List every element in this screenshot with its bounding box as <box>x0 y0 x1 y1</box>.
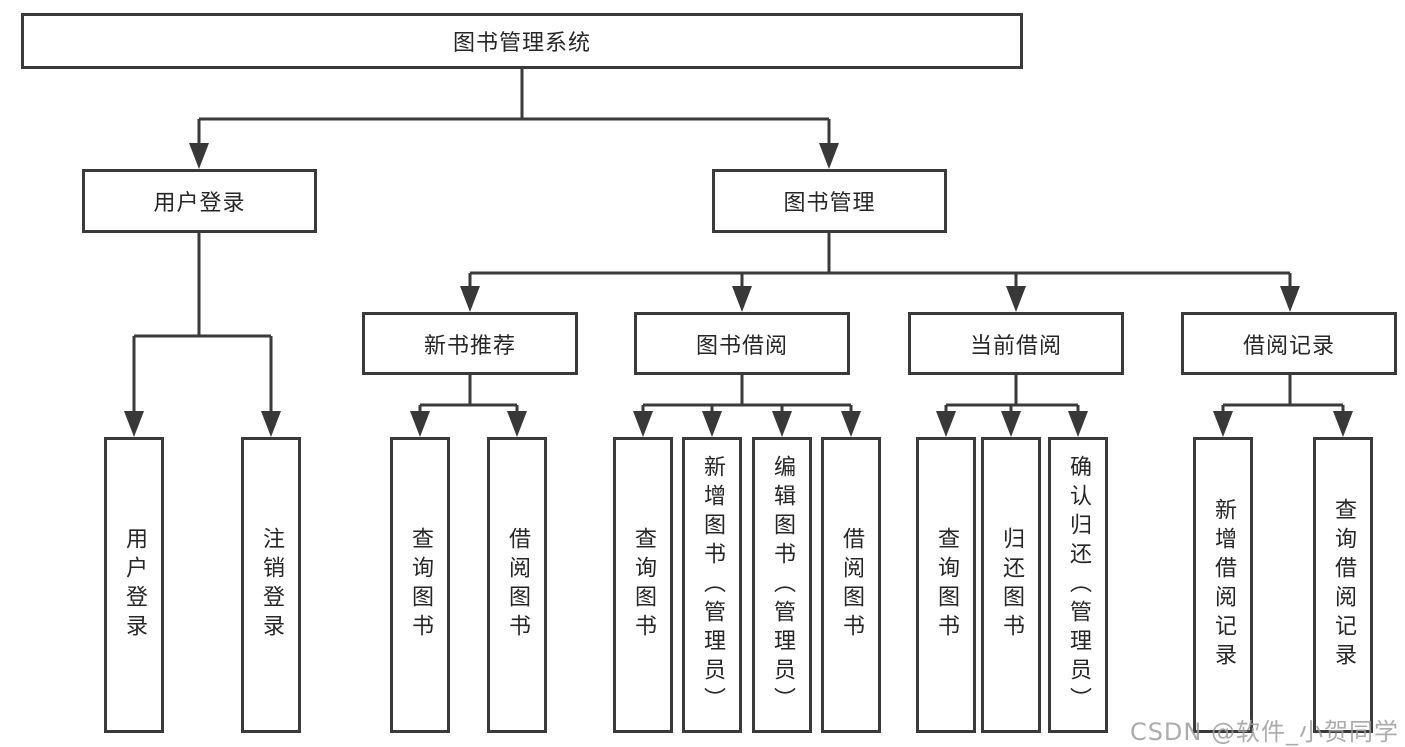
connector-root-to-level2 <box>197 69 831 144</box>
leaf-borrow-books: 借阅图书 <box>821 437 881 733</box>
leaf-logout: 注销登录 <box>241 437 301 733</box>
node-borrowing-records: 借阅记录 <box>1181 312 1397 375</box>
node-book-borrowing: 图书借阅 <box>634 312 850 375</box>
arrowhead <box>633 411 653 437</box>
connector-bookborrow-to-leaves <box>641 375 853 412</box>
connector-newbook-to-leaves <box>418 375 519 412</box>
node-user-login: 用户登录 <box>82 169 317 233</box>
leaf-label: 编辑图书（管理员） <box>770 454 795 716</box>
leaf-confirm-return-admin: 确认归还（管理员） <box>1048 437 1108 733</box>
leaf-label: 确认归还（管理员） <box>1066 454 1091 716</box>
leaf-query-books: 查询图书 <box>916 437 976 733</box>
arrowhead <box>261 411 281 437</box>
leaf-label: 归还图书 <box>999 527 1024 643</box>
leaf-add-borrow-record: 新增借阅记录 <box>1193 437 1253 733</box>
leaf-label: 借阅图书 <box>839 527 864 643</box>
leaf-query-books: 查询图书 <box>390 437 450 733</box>
node-book-management: 图书管理 <box>712 169 947 233</box>
arrowhead <box>1213 411 1233 437</box>
arrowhead <box>819 143 839 169</box>
leaf-label: 注销登录 <box>259 527 284 643</box>
leaf-edit-books-admin: 编辑图书（管理员） <box>752 437 812 733</box>
arrowhead <box>1006 286 1026 312</box>
arrowhead <box>1001 411 1021 437</box>
node-label: 借阅记录 <box>1242 333 1335 359</box>
arrowhead <box>410 411 430 437</box>
arrowhead <box>1280 286 1300 312</box>
arrowhead <box>124 411 144 437</box>
leaf-label: 新增图书（管理员） <box>700 454 725 716</box>
node-label: 新书推荐 <box>423 333 516 359</box>
connector-records-to-leaves <box>1221 375 1345 412</box>
node-library-system: 图书管理系统 <box>21 13 1023 69</box>
connector-bookmgmt-to-level3 <box>468 233 1292 287</box>
leaf-label: 借阅图书 <box>505 527 530 643</box>
node-label: 图书管理系统 <box>452 31 591 56</box>
leaf-label: 查询借阅记录 <box>1331 498 1356 672</box>
arrowhead <box>841 411 861 437</box>
node-current-borrowing: 当前借阅 <box>908 312 1124 375</box>
arrowhead <box>507 411 527 437</box>
node-label: 用户登录 <box>153 191 246 216</box>
arrowhead <box>1068 411 1088 437</box>
leaf-label: 查询图书 <box>408 527 433 643</box>
arrowhead <box>936 411 956 437</box>
arrowhead <box>732 286 752 312</box>
arrowhead <box>460 286 480 312</box>
node-label: 图书管理 <box>783 191 876 216</box>
connector-userlogin-to-leaves <box>132 233 273 412</box>
node-new-book-recommendation: 新书推荐 <box>362 312 578 375</box>
leaf-label: 用户登录 <box>122 527 147 643</box>
leaf-borrow-books: 借阅图书 <box>487 437 547 733</box>
leaf-user-login: 用户登录 <box>104 437 164 733</box>
arrowhead <box>189 143 209 169</box>
connector-currentborrow-to-leaves <box>944 375 1080 412</box>
arrowhead <box>772 411 792 437</box>
node-label: 当前借阅 <box>969 333 1062 359</box>
leaf-query-books: 查询图书 <box>613 437 673 733</box>
csdn-watermark: CSDN @软件_小贺同学 <box>1129 718 1399 746</box>
leaf-query-borrow-record: 查询借阅记录 <box>1313 437 1373 733</box>
leaf-label: 新增借阅记录 <box>1211 498 1236 672</box>
leaf-return-books: 归还图书 <box>981 437 1041 733</box>
arrowhead <box>1333 411 1353 437</box>
leaf-add-books-admin: 新增图书（管理员） <box>682 437 742 733</box>
arrowhead <box>702 411 722 437</box>
leaf-label: 查询图书 <box>631 527 656 643</box>
leaf-label: 查询图书 <box>934 527 959 643</box>
node-label: 图书借阅 <box>695 333 788 359</box>
